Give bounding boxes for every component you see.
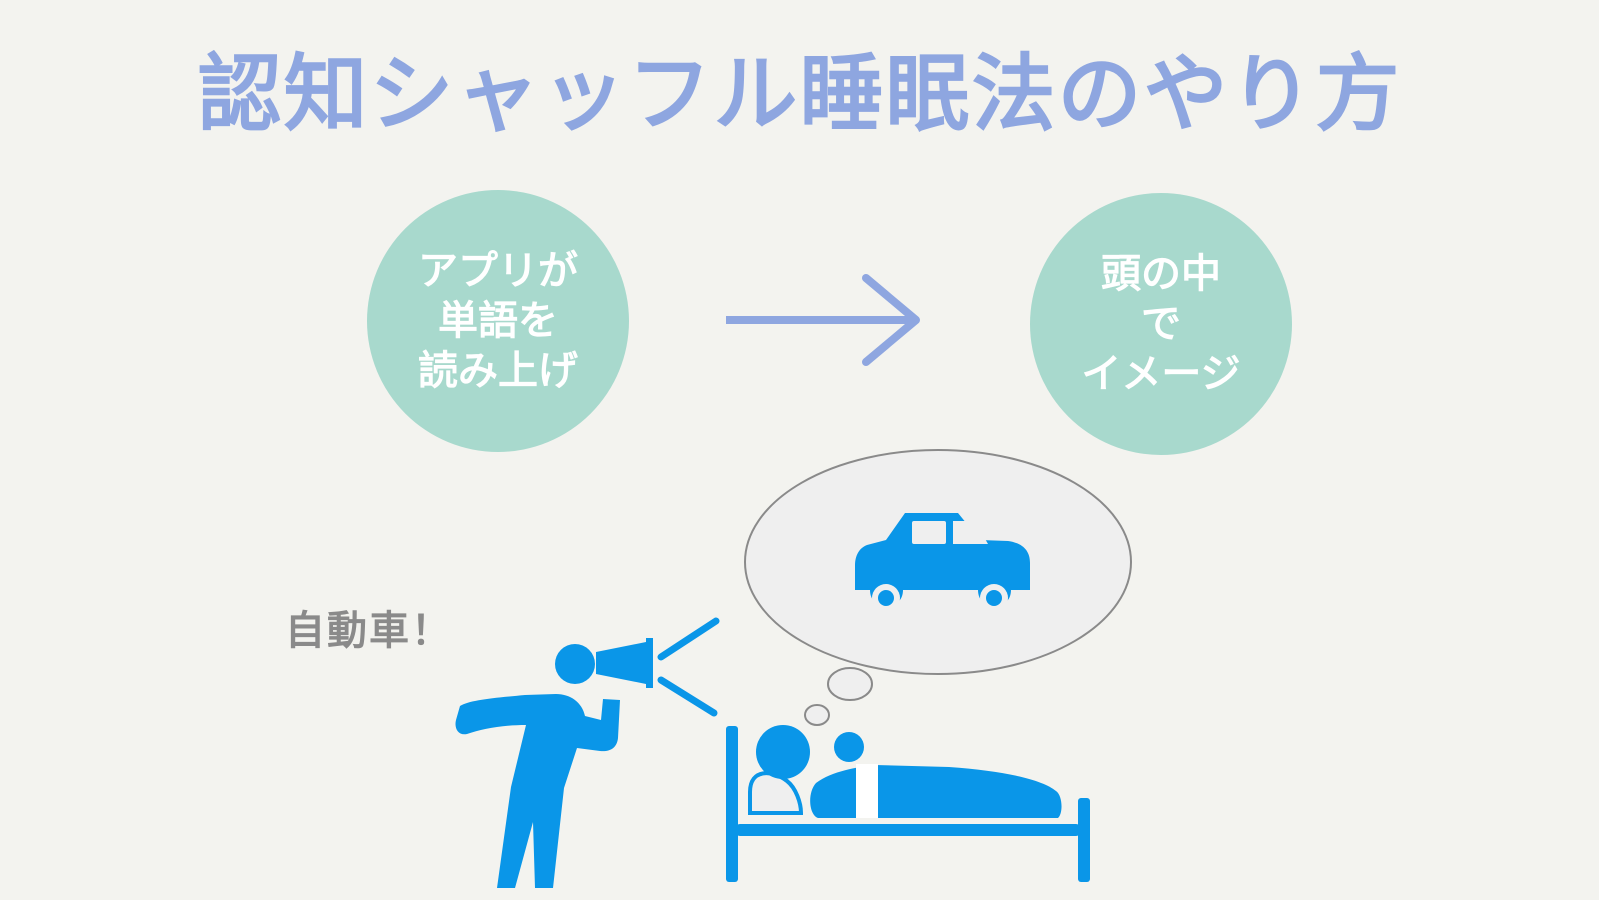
step-right-line-1: 頭の中	[1100, 251, 1221, 297]
step-left-line-2: 単語を	[438, 298, 558, 344]
step-right-text: 頭の中 で イメージ	[1081, 251, 1240, 397]
step-left-text: アプリが 単語を 読み上げ	[418, 248, 578, 394]
car-icon	[855, 513, 1030, 612]
step-right-line-3: イメージ	[1081, 351, 1241, 397]
sleeping-person-in-bed-icon	[726, 725, 1090, 882]
step-left-circle: アプリが 単語を 読み上げ	[367, 190, 629, 452]
arrow-head	[862, 274, 920, 366]
step-left-line-3: 読み上げ	[418, 348, 578, 394]
step-right-circle: 頭の中 で イメージ	[1030, 193, 1292, 455]
speech-label: 自動車！	[285, 608, 453, 654]
page-title: 認知シャッフル睡眠法のやり方	[197, 45, 1402, 143]
process-arrow	[726, 274, 920, 366]
step-left-line-1: アプリが	[418, 248, 578, 294]
step-right-line-2: で	[1140, 301, 1181, 347]
person-with-megaphone-icon	[455, 617, 720, 888]
